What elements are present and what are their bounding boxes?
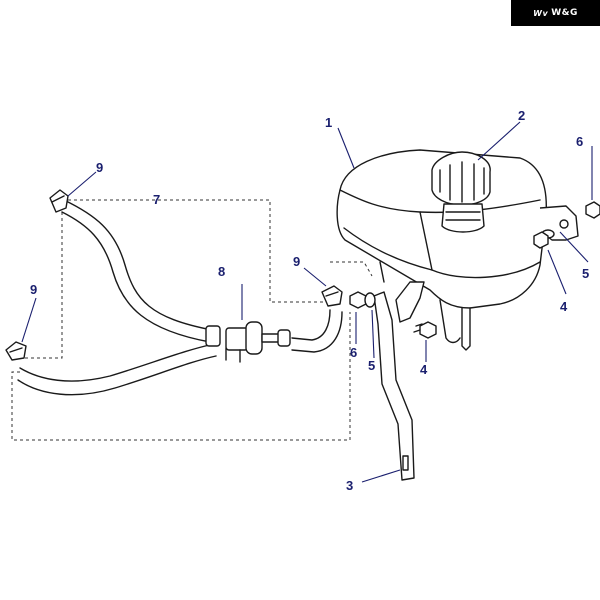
hose-clamp-top-left [49,189,69,213]
fuel-hose-lower [17,343,217,396]
bolt-right [533,231,549,249]
fuel-filter-valve [205,321,291,363]
brand-logo-text: W&G [551,8,578,18]
callout-9-top: 9 [96,160,103,175]
callout-1: 1 [325,115,332,130]
fuel-tank [336,149,547,351]
washer-left [364,292,376,308]
fuel-hose-upper [61,199,213,343]
callout-4-right: 4 [560,299,568,314]
fuel-tank-filler-cap [431,151,491,233]
brand-logo-badge: Wv W&G [511,0,600,26]
nut-top-right [585,201,600,219]
callout-5-left: 5 [368,358,375,373]
nut-left [349,291,367,309]
callout-2: 2 [518,108,525,123]
callout-7: 7 [153,192,160,207]
callout-5-right: 5 [582,266,589,281]
callout-6-right: 6 [576,134,583,149]
mounting-strap [373,291,415,481]
assembly-dashed-outline [11,199,373,441]
callout-6-left: 6 [350,345,357,360]
fuel-hose-tank-side [291,309,343,353]
callout-leaders [21,121,593,483]
callout-9-right: 9 [293,254,300,269]
callout-4-lower: 4 [420,362,428,377]
callout-8: 8 [218,264,225,279]
brand-logo-mark: Wv [533,8,549,18]
callout-9-left: 9 [30,282,37,297]
tank-mount-bracket-left [379,261,425,323]
hose-clamp-left [5,341,27,361]
bolt-lower [413,321,437,339]
callout-3: 3 [346,478,353,493]
hose-clamp-right [321,285,343,307]
